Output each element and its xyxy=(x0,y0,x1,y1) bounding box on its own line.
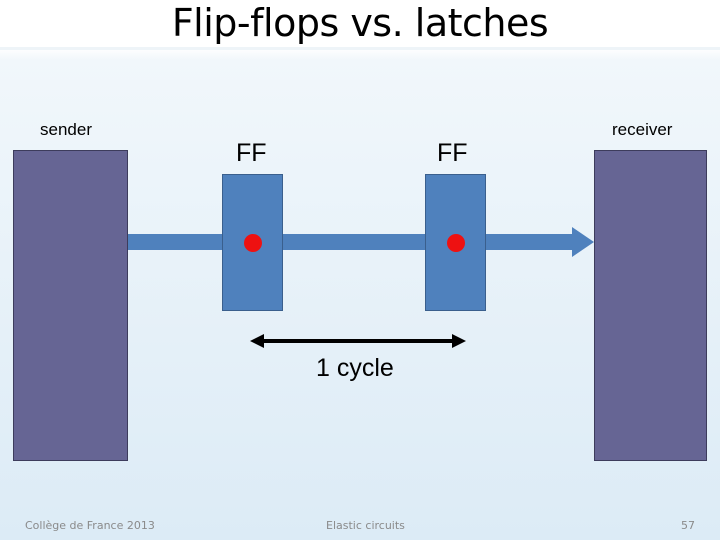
slide-number: 57 xyxy=(681,519,695,532)
wire-arrowhead xyxy=(572,227,594,257)
title-divider xyxy=(0,47,720,50)
ff1-label: FF xyxy=(236,139,267,167)
footer-institution: Collège de France 2013 xyxy=(25,519,155,532)
cycle-arrow-left-head xyxy=(250,334,264,348)
ff1-state-dot xyxy=(244,234,262,252)
flip-flop-2 xyxy=(425,174,486,311)
sender-label: sender xyxy=(40,120,92,139)
ff2-label: FF xyxy=(437,139,468,167)
footer-topic: Elastic circuits xyxy=(326,519,405,532)
sender-block xyxy=(13,150,128,461)
cycle-double-arrow xyxy=(250,334,466,348)
receiver-block xyxy=(594,150,707,461)
receiver-label: receiver xyxy=(612,120,673,139)
cycle-label: 1 cycle xyxy=(316,354,394,382)
ff2-state-dot xyxy=(447,234,465,252)
flip-flop-1 xyxy=(222,174,283,311)
slide-title: Flip-flops vs. latches xyxy=(171,1,549,45)
cycle-arrow-right-head xyxy=(452,334,466,348)
data-wire xyxy=(128,234,574,250)
